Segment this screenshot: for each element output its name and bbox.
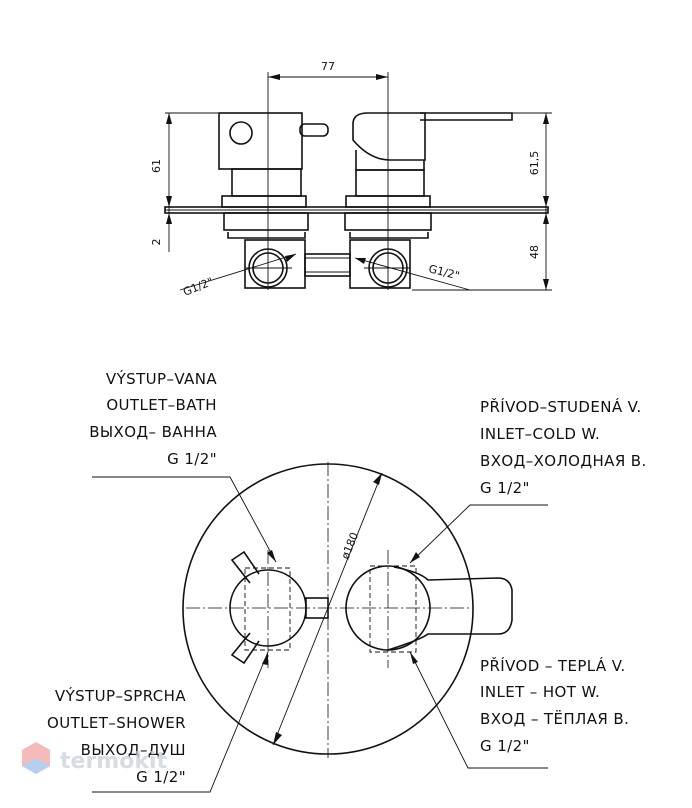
label-line: PŘÍVOD – TEPLÁ V. — [480, 656, 626, 675]
dim-61: 61 — [150, 159, 163, 173]
label-line: OUTLET–BATH — [106, 396, 217, 414]
watermark: termokit — [22, 742, 167, 774]
label-line: ВХОД–ХОЛОДНАЯ В. — [480, 452, 647, 470]
dim-48: 48 — [528, 245, 541, 259]
label-outlet-bath: VÝSTUP–VANA OUTLET–BATH ВЫХОД– ВАННА G 1… — [89, 369, 217, 468]
label-line: VÝSTUP–VANA — [106, 369, 217, 388]
dim-2: 2 — [150, 239, 163, 246]
label-line: G 1/2" — [167, 450, 217, 468]
front-view: ø180 — [92, 462, 548, 793]
label-line: INLET–COLD W. — [480, 425, 600, 443]
label-line: PŘÍVOD–STUDENÁ V. — [480, 397, 642, 416]
label-line: INLET – HOT W. — [480, 683, 600, 701]
dim-diameter: ø180 — [339, 531, 361, 562]
label-line: VÝSTUP–SPRCHA — [55, 686, 186, 705]
label-line: OUTLET–SHOWER — [47, 714, 186, 732]
side-view: 77 — [150, 60, 552, 299]
dim-61-5: 61,5 — [528, 151, 541, 176]
watermark-logo-icon — [22, 742, 50, 774]
label-line: ВЫХОД–ДУШ — [81, 741, 186, 759]
label-line: G 1/2" — [480, 737, 530, 755]
watermark-text: termokit — [60, 749, 167, 774]
label-line: ВЫХОД– ВАННА — [89, 423, 217, 441]
dim-77: 77 — [321, 60, 335, 73]
label-inlet-cold: PŘÍVOD–STUDENÁ V. INLET–COLD W. ВХОД–ХОЛ… — [480, 397, 647, 497]
thread-left: G1/2" — [181, 275, 215, 299]
label-inlet-hot: PŘÍVOD – TEPLÁ V. INLET – HOT W. ВХОД – … — [480, 656, 629, 755]
label-line: ВХОД – ТЁПЛАЯ В. — [480, 709, 629, 728]
label-line: G 1/2" — [480, 479, 530, 497]
label-line: G 1/2" — [136, 768, 186, 786]
label-outlet-shower: VÝSTUP–SPRCHA OUTLET–SHOWER ВЫХОД–ДУШ G … — [47, 686, 186, 786]
